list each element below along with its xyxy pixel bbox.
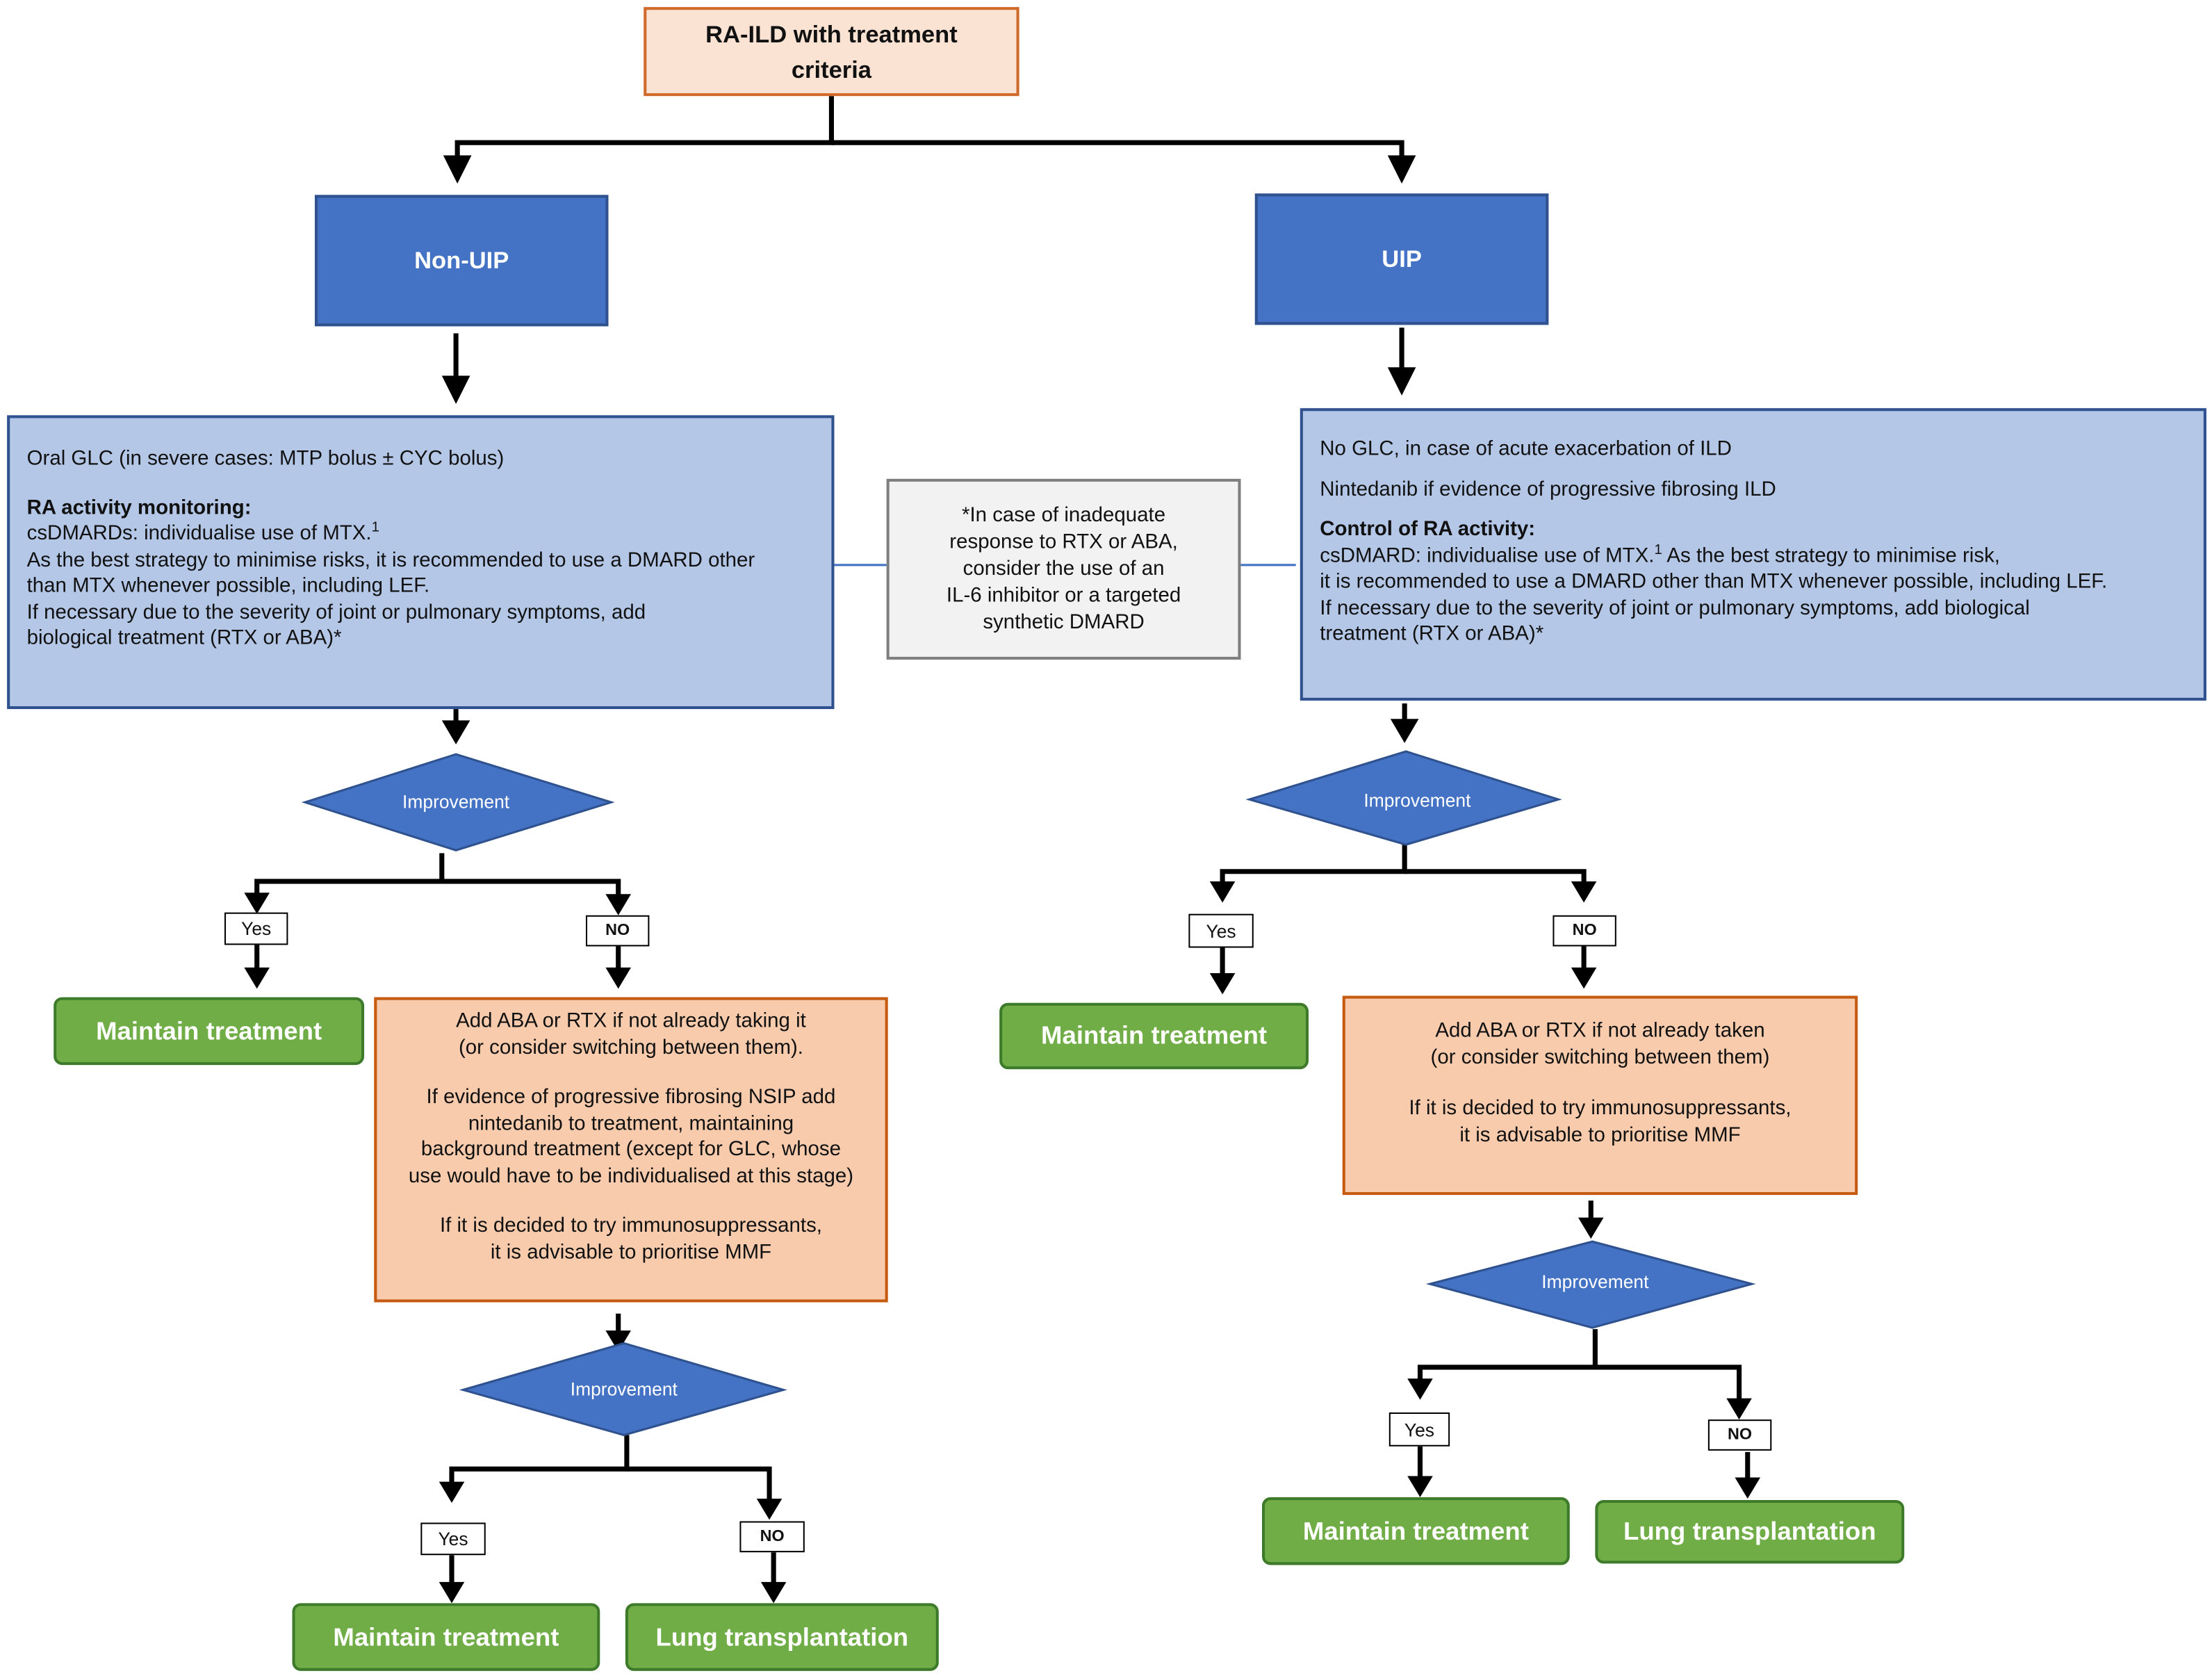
maintain-treatment-label: Maintain treatment bbox=[1302, 1516, 1529, 1545]
start-node: RA-ILD with treatment criteria bbox=[644, 7, 1019, 97]
non-uip-treatment-line-5: If necessary due to the severity of join… bbox=[26, 601, 646, 624]
start-line-2: criteria bbox=[791, 56, 872, 83]
non-uip-treatment-line-3: As the best strategy to minimise risks, … bbox=[26, 548, 755, 571]
decision-label-right-2: Improvement bbox=[1541, 1271, 1649, 1293]
no-label-left-2: NO bbox=[739, 1521, 805, 1553]
uip-escalation-line-4: it is advisable to prioritise MMF bbox=[1459, 1123, 1741, 1146]
footnote-marker: 1 bbox=[1654, 541, 1662, 557]
non-uip-treatment-line-6: biological treatment (RTX or ABA)* bbox=[26, 627, 342, 650]
yes-label-right-1: Yes bbox=[1188, 913, 1254, 948]
category-non-uip-label: Non-UIP bbox=[414, 246, 509, 274]
decision-diamond-right-1 bbox=[1245, 750, 1562, 846]
non-uip-escalation-line-8: it is advisable to prioritise MMF bbox=[490, 1241, 772, 1264]
note-line-3: consider the use of an bbox=[962, 557, 1165, 580]
maintain-treatment-label: Maintain treatment bbox=[96, 1016, 322, 1045]
yes-label-left-1: Yes bbox=[224, 912, 288, 945]
non-uip-escalation-line-1: Add ABA or RTX if not already taking it bbox=[456, 1009, 806, 1033]
uip-treatment-line-3b: As the best strategy to minimise risk, bbox=[1662, 544, 2001, 567]
maintain-treatment-left-1: Maintain treatment bbox=[54, 997, 365, 1066]
non-uip-escalation-line-7: If it is decided to try immunosuppressan… bbox=[439, 1214, 823, 1238]
non-uip-treatment-line-4: than MTX whenever possible, including LE… bbox=[26, 575, 430, 598]
lung-transplantation-left: Lung transplantation bbox=[625, 1603, 939, 1671]
non-uip-treatment-box: Oral GLC (in severe cases: MTP bolus ± C… bbox=[7, 415, 835, 710]
uip-treatment-line-3a: csDMARD: individualise use of MTX. bbox=[1320, 544, 1655, 567]
category-uip: UIP bbox=[1254, 193, 1549, 325]
non-uip-treatment-line-1: Oral GLC (in severe cases: MTP bolus ± C… bbox=[26, 448, 505, 471]
non-uip-escalation-line-6: use would have to be individualised at t… bbox=[408, 1164, 854, 1187]
footnote-marker: 1 bbox=[371, 520, 379, 536]
no-label-right-1: NO bbox=[1553, 915, 1616, 947]
uip-treatment-line-5: If necessary due to the severity of join… bbox=[1320, 596, 2030, 620]
maintain-treatment-right-1: Maintain treatment bbox=[999, 1002, 1309, 1070]
uip-control-heading: Control of RA activity: bbox=[1320, 518, 1536, 541]
decision-diamond-left-1 bbox=[301, 753, 615, 852]
lung-transplantation-label: Lung transplantation bbox=[1623, 1517, 1876, 1546]
maintain-treatment-left-2: Maintain treatment bbox=[292, 1603, 600, 1671]
uip-escalation-box: Add ABA or RTX if not already taken (or … bbox=[1342, 995, 1858, 1196]
maintain-treatment-right-2: Maintain treatment bbox=[1261, 1497, 1570, 1565]
inadequate-response-note: *In case of inadequate response to RTX o… bbox=[886, 478, 1241, 660]
no-label-right-2: NO bbox=[1707, 1419, 1772, 1451]
uip-treatment-line-6: treatment (RTX or ABA)* bbox=[1320, 623, 1544, 646]
non-uip-escalation-line-3: If evidence of progressive fibrosing NSI… bbox=[426, 1086, 836, 1109]
uip-treatment-line-4: it is recommended to use a DMARD other t… bbox=[1320, 570, 2108, 594]
category-non-uip: Non-UIP bbox=[314, 195, 609, 327]
maintain-treatment-label: Maintain treatment bbox=[333, 1622, 559, 1651]
note-line-4: IL-6 inhibitor or a targeted bbox=[946, 584, 1181, 607]
category-uip-label: UIP bbox=[1382, 245, 1422, 272]
uip-escalation-line-2: (or consider switching between them) bbox=[1430, 1045, 1770, 1069]
note-line-2: response to RTX or ABA, bbox=[949, 530, 1178, 553]
lung-transplantation-label: Lung transplantation bbox=[655, 1622, 909, 1651]
note-line-1: *In case of inadequate bbox=[961, 503, 1166, 526]
yes-label-right-2: Yes bbox=[1388, 1412, 1450, 1447]
no-label-left-1: NO bbox=[585, 915, 650, 947]
start-line-1: RA-ILD with treatment bbox=[705, 20, 958, 48]
non-uip-treatment-line-2: csDMARDs: individualise use of MTX. bbox=[26, 522, 372, 546]
decision-label-left-1: Improvement bbox=[402, 790, 510, 813]
maintain-treatment-label: Maintain treatment bbox=[1041, 1021, 1268, 1050]
decision-diamond-left-2 bbox=[459, 1342, 787, 1437]
non-uip-escalation-line-4: nintedanib to treatment, maintaining bbox=[468, 1112, 794, 1135]
uip-escalation-line-3: If it is decided to try immunosuppressan… bbox=[1409, 1097, 1792, 1121]
note-line-5: synthetic DMARD bbox=[983, 610, 1145, 634]
lung-transplantation-right: Lung transplantation bbox=[1595, 1499, 1905, 1564]
uip-treatment-box: No GLC, in case of acute exacerbation of… bbox=[1300, 408, 2206, 701]
decision-label-right-1: Improvement bbox=[1363, 789, 1471, 811]
uip-treatment-line-1: No GLC, in case of acute exacerbation of… bbox=[1320, 437, 1732, 461]
non-uip-monitoring-heading: RA activity monitoring: bbox=[26, 496, 252, 519]
uip-escalation-line-1: Add ABA or RTX if not already taken bbox=[1435, 1020, 1765, 1043]
decision-label-left-2: Improvement bbox=[570, 1378, 678, 1400]
non-uip-escalation-box: Add ABA or RTX if not already taking it … bbox=[374, 997, 888, 1303]
non-uip-escalation-line-5: background treatment (except for GLC, wh… bbox=[420, 1138, 842, 1162]
non-uip-escalation-line-2: (or consider switching between them). bbox=[458, 1036, 804, 1059]
uip-treatment-line-2: Nintedanib if evidence of progressive fi… bbox=[1320, 478, 1776, 501]
decision-diamond-right-2 bbox=[1425, 1240, 1756, 1329]
yes-label-left-2: Yes bbox=[420, 1522, 486, 1556]
